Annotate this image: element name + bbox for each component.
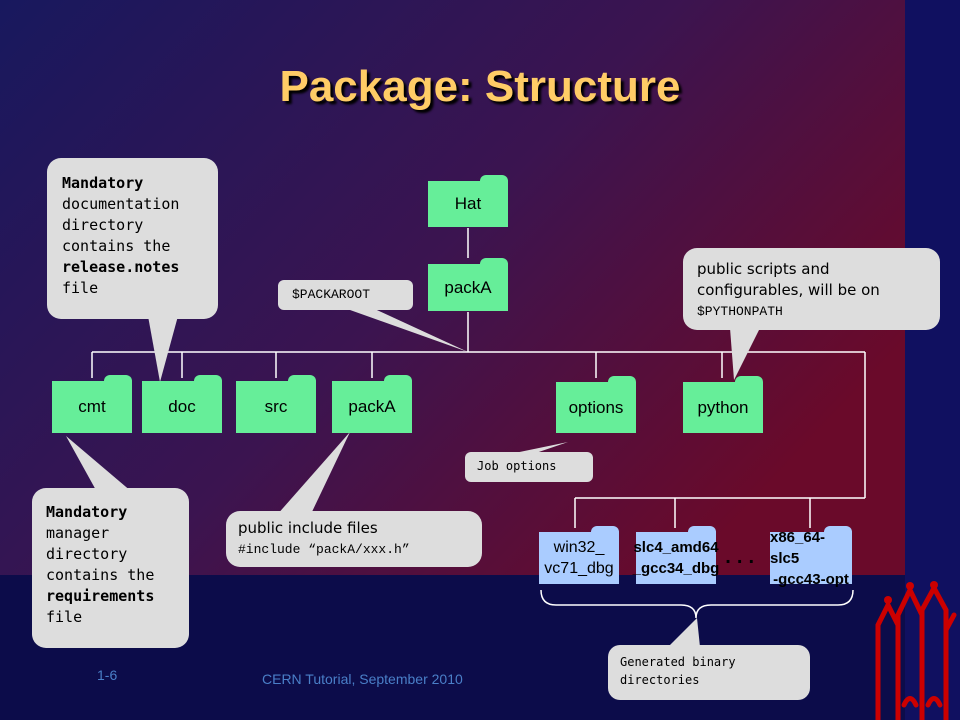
ellipsis: . . . (725, 548, 755, 567)
callout-packaroot: $PACKAROOT (278, 280, 413, 310)
callout-cmt-text1: manager directory contains the (46, 524, 155, 584)
folder-doc-label: doc (142, 381, 222, 433)
slide-title: Package: Structure (279, 62, 681, 111)
callout-cmt: Mandatory manager directory contains the… (32, 488, 189, 648)
folder-cmt[interactable]: cmt (52, 375, 132, 433)
folder-bin-slc4-line1: slc4_amd64 (633, 539, 719, 556)
folder-options-label: options (556, 382, 636, 433)
callout-cmt-text2: file (46, 608, 83, 626)
callout-job-options-text: Job options (477, 459, 557, 473)
callout-binary-text: Generated binary directories (620, 655, 736, 687)
callout-job-options: Job options (465, 452, 593, 482)
folder-options[interactable]: options (556, 376, 636, 433)
page-number: 1-6 (97, 667, 118, 683)
folder-bin-win32[interactable]: win32_ vc71_dbg (539, 526, 619, 584)
callout-python-text: public scripts and configurables, will b… (697, 260, 880, 299)
callout-doc-bold2: release.notes (62, 258, 180, 276)
folder-src-label: src (236, 381, 316, 433)
callout-cmt-bold2: requirements (46, 587, 155, 605)
callout-include: public include files #include “packA/xxx… (226, 511, 482, 567)
footer-event: CERN Tutorial, September 2010 (262, 671, 463, 687)
cathedral-logo-icon (875, 581, 957, 720)
folder-bin-slc4[interactable]: slc4_amd64 _gcc34_dbg (633, 526, 719, 584)
folder-bin-slc5[interactable]: x86_64-slc5 -gcc43-opt (770, 526, 852, 588)
folder-bin-slc5-line1: x86_64-slc5 (770, 528, 826, 567)
folder-hat[interactable]: Hat (428, 175, 508, 227)
folder-packa-root[interactable]: packA (428, 258, 508, 311)
callout-doc-text2: file (62, 279, 99, 297)
callout-python-var: $PYTHONPATH (697, 304, 783, 319)
callout-include-text: public include files (238, 519, 378, 537)
callout-python: public scripts and configurables, will b… (683, 248, 940, 330)
folder-doc[interactable]: doc (142, 375, 222, 433)
folder-python-label: python (683, 382, 763, 433)
folder-bin-slc5-line2: -gcc43-opt (773, 570, 849, 588)
callout-binary: Generated binary directories (608, 645, 810, 700)
callout-cmt-bold1: Mandatory (46, 503, 128, 521)
folder-bin-slc4-line2: _gcc34_dbg (632, 560, 720, 577)
folder-packa-include[interactable]: packA (332, 375, 412, 433)
callout-doc-text1: documentation directory contains the (62, 195, 180, 255)
callout-doc-bold1: Mandatory (62, 174, 144, 192)
callout-packaroot-text: $PACKAROOT (292, 287, 371, 302)
folder-cmt-label: cmt (52, 381, 132, 433)
folder-packa-include-label: packA (332, 381, 412, 433)
folder-hat-label: Hat (428, 181, 508, 227)
callout-include-code: #include “packA/xxx.h” (238, 542, 410, 557)
folder-src[interactable]: src (236, 375, 316, 433)
folder-bin-win32-line2: vc71_dbg (544, 560, 614, 577)
folder-python[interactable]: python (683, 376, 763, 433)
callout-doc: Mandatory documentation directory contai… (47, 158, 218, 319)
folder-bin-win32-line1: win32_ (553, 539, 605, 556)
folder-packa-root-label: packA (428, 264, 508, 311)
